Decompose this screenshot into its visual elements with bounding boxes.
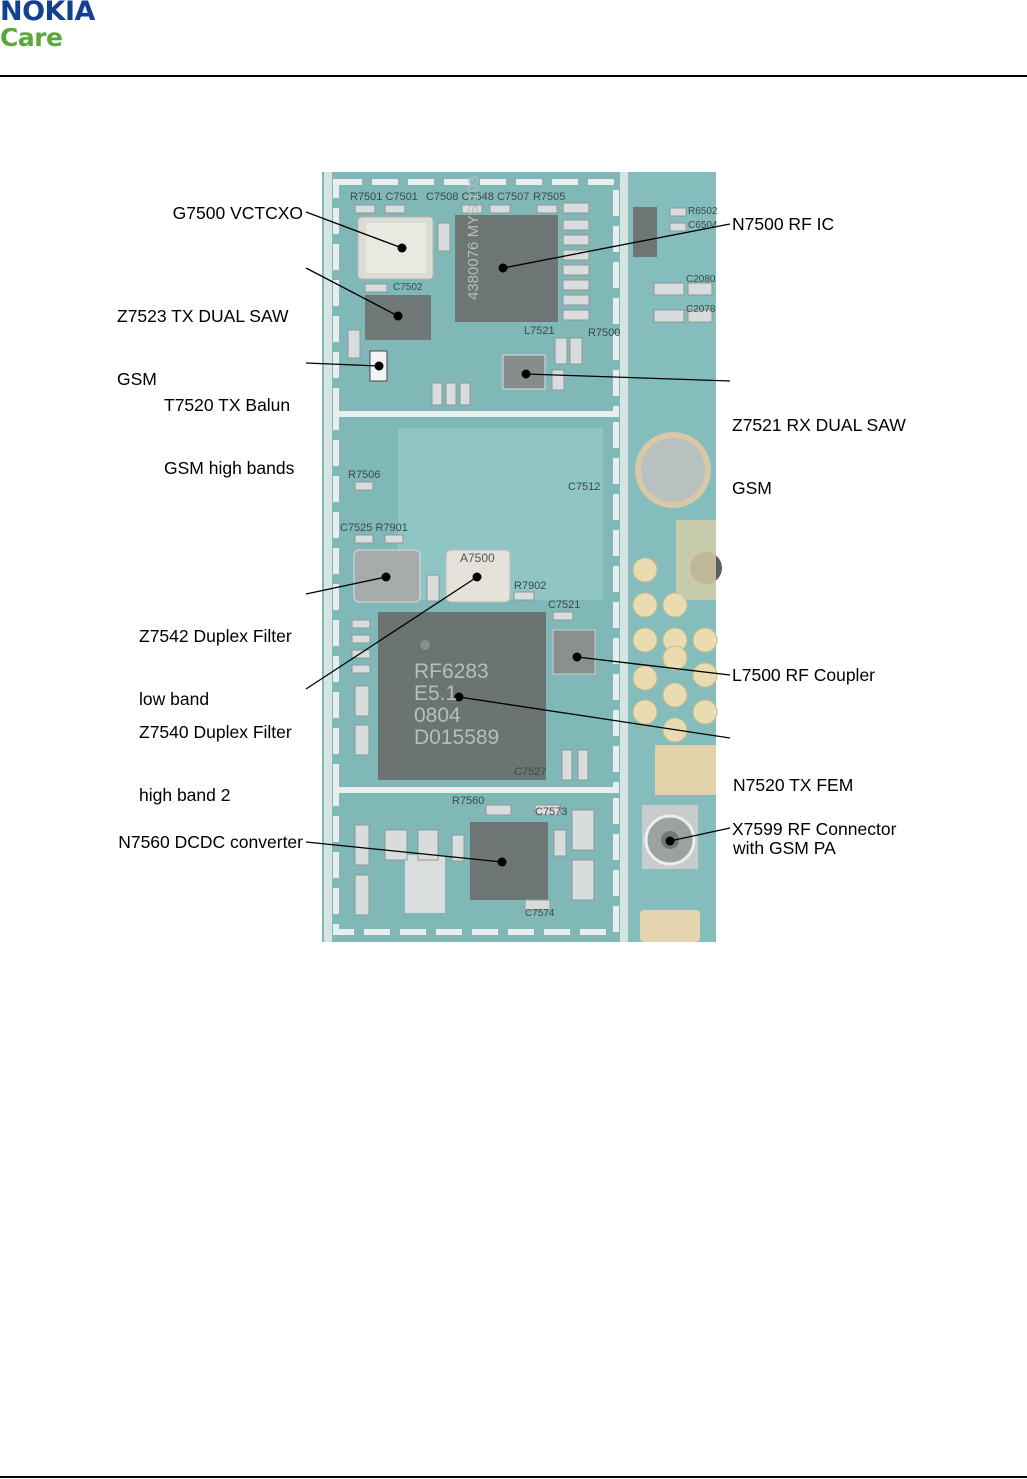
shield-frame-bottom <box>333 787 619 935</box>
silk-r7902: R7902 <box>514 580 546 592</box>
chip-mark-4: D015589 <box>414 726 499 749</box>
label-z7540-line1: Z7540 Duplex Filter <box>139 722 292 742</box>
silk-c7502: C7502 <box>393 282 423 293</box>
small-passives <box>347 202 713 916</box>
label-g7500: G7500 VCTCXO <box>172 203 303 223</box>
label-t7520: T7520 TX Balun GSM high bands <box>164 353 294 500</box>
label-z7542: Z7542 Duplex Filter low band <box>139 584 292 731</box>
shield-frame-top <box>333 179 619 417</box>
label-t7520-line1: T7520 TX Balun <box>164 395 291 415</box>
label-z7523-line1: Z7523 TX DUAL SAW <box>117 306 289 326</box>
silk-top-row-2: C7508 C7548 C7507 <box>426 191 529 203</box>
label-x7599: X7599 RF Connector <box>732 819 897 839</box>
chip-mark-3: 0804 <box>414 704 461 727</box>
label-n7520-line1: N7520 TX FEM <box>733 775 854 795</box>
silk-c7521: C7521 <box>548 599 580 611</box>
silk-r7560: R7560 <box>452 795 484 807</box>
n7500-mark: 4380076 MYS 103 <box>465 176 482 300</box>
silk-r7500: R7500 <box>588 327 620 339</box>
label-l7500: L7500 RF Coupler <box>732 665 875 685</box>
silk-c7527: C7527 <box>514 766 546 778</box>
board-edge-right <box>620 172 628 942</box>
label-z7521: Z7521 RX DUAL SAW GSM <box>732 373 906 520</box>
chip-mark-1: RF6283 <box>414 660 489 683</box>
chip-mark-2: E5.1 <box>414 682 457 705</box>
silk-r7506: R7506 <box>348 469 380 481</box>
leader-lines <box>305 211 731 863</box>
label-z7540: Z7540 Duplex Filter high band 2 <box>139 680 292 827</box>
silk-r7505: R7505 <box>533 191 565 203</box>
footer-rule <box>0 1476 1027 1478</box>
silk-c2078: C2078 <box>686 304 716 315</box>
label-z7542-line1: Z7542 Duplex Filter <box>139 626 292 646</box>
label-z7523: Z7523 TX DUAL SAW GSM <box>117 264 289 411</box>
silk-c7525: C7525 R7901 <box>340 522 408 534</box>
n7560-chip <box>470 822 548 900</box>
silk-c7512: C7512 <box>568 481 600 493</box>
shield-frame-mid <box>333 411 619 793</box>
silk-c7573: C7573 <box>535 806 567 818</box>
label-z7521-line1: Z7521 RX DUAL SAW <box>732 415 906 435</box>
test-pads <box>632 557 718 743</box>
label-n7500: N7500 RF IC <box>732 214 835 234</box>
silk-r6502: R6502 <box>688 206 718 217</box>
label-n7560: N7560 DCDC converter <box>118 832 303 852</box>
silk-l7521: L7521 <box>524 325 555 337</box>
label-z7523-line2: GSM <box>117 369 157 389</box>
label-t7520-line2: GSM high bands <box>164 458 295 478</box>
logo-nokia-text: NOKIA <box>0 0 95 27</box>
nokia-care-logo: NOKIA Care <box>0 0 140 60</box>
label-z7521-line2: GSM <box>732 478 772 498</box>
silk-c6504: C6504 <box>688 220 718 231</box>
leader-dots <box>374 243 675 867</box>
label-n7520-line2: with GSM PA <box>733 838 836 858</box>
silk-a7500: A7500 <box>460 551 495 565</box>
label-z7540-line2: high band 2 <box>139 785 231 805</box>
silk-c7574: C7574 <box>525 908 555 919</box>
silk-c2080: C2080 <box>686 274 716 285</box>
l7500-chip <box>552 629 596 675</box>
label-n7520: N7520 TX FEM with GSM PA <box>733 733 853 880</box>
label-z7542-line2: low band <box>139 689 210 709</box>
logo-care-text: Care <box>0 23 63 52</box>
header-rule <box>0 75 1027 77</box>
silk-top-row: R7501 C7501 <box>350 191 418 203</box>
board-edge <box>324 172 332 942</box>
